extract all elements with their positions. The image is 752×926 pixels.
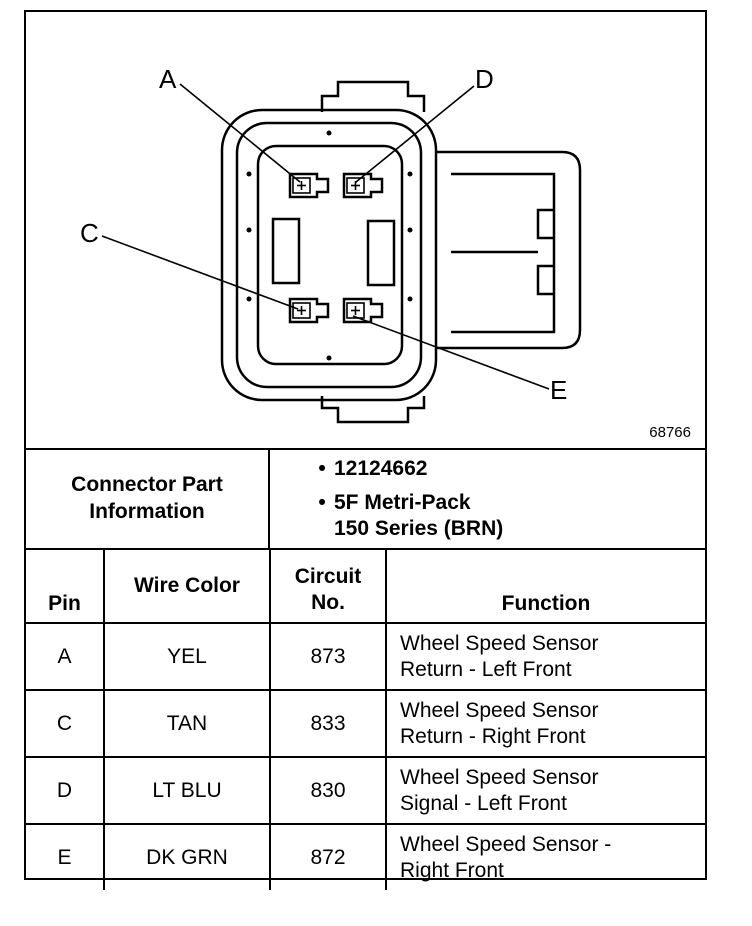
pin-cell: C [26,689,105,758]
connector-info-section: Connector Part Information • 12124662 • … [26,448,705,550]
pin-callout-d: D [475,64,494,94]
table-header-row: Pin Wire Color Circuit No. Function [26,550,705,624]
connector-middle-shell [235,121,423,389]
connector-info-list: • 12124662 • 5F Metri-Pack 150 Series (B… [270,456,700,542]
pin-cell: E [26,823,105,890]
connector-type-item: • 5F Metri-Pack 150 Series (BRN) [270,490,700,542]
wire-color-cell: YEL [103,622,271,691]
pinout-table: Pin Wire Color Circuit No. Function A YE… [26,550,705,890]
bullet-icon: • [318,491,326,514]
header-circuit-no: Circuit No. [269,550,387,624]
table-row: D LT BLU 830 Wheel Speed Sensor Signal -… [26,756,705,825]
function-cell: Wheel Speed Sensor Signal - Left Front [385,756,705,825]
connector-diagram: A D C E [80,64,582,424]
function-cell: Wheel Speed Sensor Return - Right Front [385,689,705,758]
part-number-item: • 12124662 [270,456,700,482]
top-latch-tab [320,80,426,112]
circuit-cell: 872 [269,823,387,890]
header-wire-color: Wire Color [103,550,271,624]
wire-color-cell: DK GRN [103,823,271,890]
pin-callout-a: A [159,64,177,94]
side-latch-inner [451,172,556,334]
table-row: E DK GRN 872 Wheel Speed Sensor - Right … [26,823,705,890]
connector-sheet: A D C E 68766 Connector Part Information… [24,10,707,890]
pin-callout-e: E [550,375,567,405]
pin-cell: D [26,756,105,825]
bottom-latch-tab [320,396,426,424]
function-cell: Wheel Speed Sensor - Right Front [385,823,705,890]
wire-color-cell: LT BLU [103,756,271,825]
connector-outer-housing [220,108,438,402]
table-row: C TAN 833 Wheel Speed Sensor Return - Ri… [26,689,705,758]
pin-callout-c: C [80,218,99,248]
connector-figure: A D C E 68766 [26,12,705,450]
key-slot-left [271,217,301,285]
connector-info-label: Connector Part Information [26,448,270,548]
circuit-cell: 873 [269,622,387,691]
pin-cell: A [26,622,105,691]
circuit-cell: 833 [269,689,387,758]
leader-line-d [355,85,475,183]
header-pin: Pin [26,550,105,624]
wire-color-cell: TAN [103,689,271,758]
terminal-c [288,297,330,324]
leader-line-a [179,83,301,183]
bullet-icon: • [318,457,326,480]
header-function: Function [385,550,705,624]
table-row: A YEL 873 Wheel Speed Sensor Return - Le… [26,622,705,691]
terminal-d [342,172,384,199]
leader-line-e [352,315,550,390]
side-latch [436,150,582,350]
connector-inner-cavity [256,144,404,366]
circuit-cell: 830 [269,756,387,825]
figure-number: 68766 [649,424,691,441]
function-cell: Wheel Speed Sensor Return - Left Front [385,622,705,691]
leader-line-c [101,235,299,310]
key-slot-right [366,219,396,287]
terminal-e [342,297,384,324]
terminal-a [288,172,330,199]
